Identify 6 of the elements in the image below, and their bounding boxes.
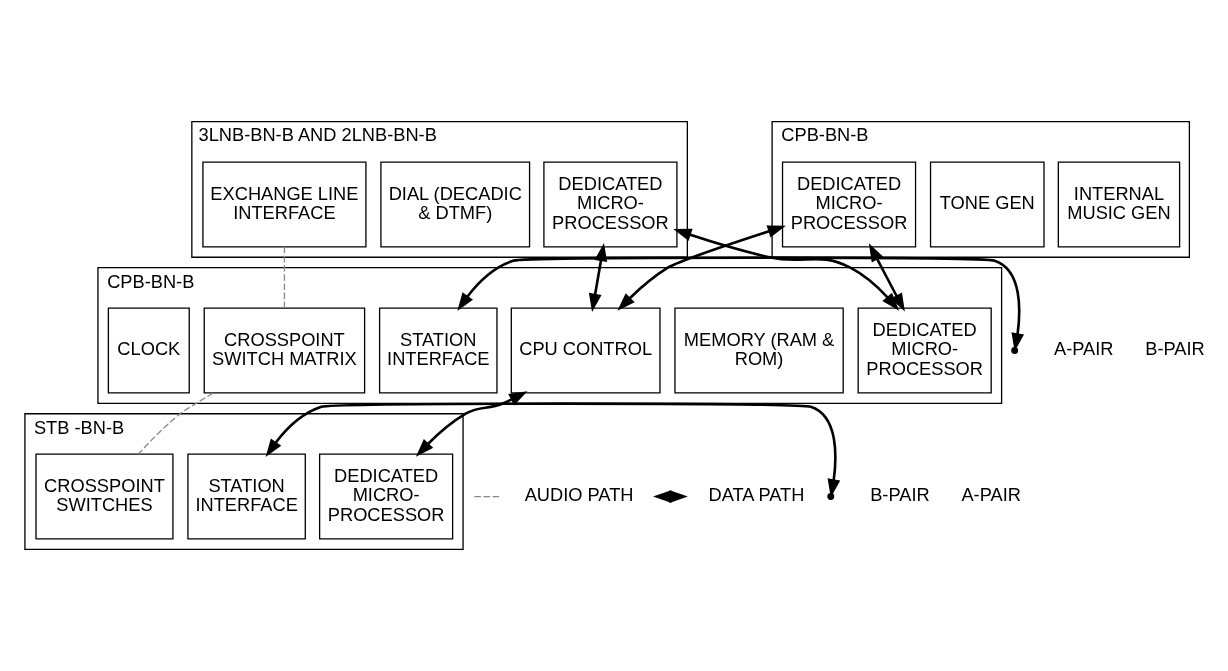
legend-label: AUDIO PATH	[524, 484, 634, 506]
legend-label: DATA PATH	[708, 484, 805, 506]
label: B-PAIR	[870, 484, 930, 506]
label: A-PAIR	[961, 484, 1021, 506]
label: B-PAIR	[1145, 338, 1205, 360]
label: A-PAIR	[1054, 338, 1114, 360]
